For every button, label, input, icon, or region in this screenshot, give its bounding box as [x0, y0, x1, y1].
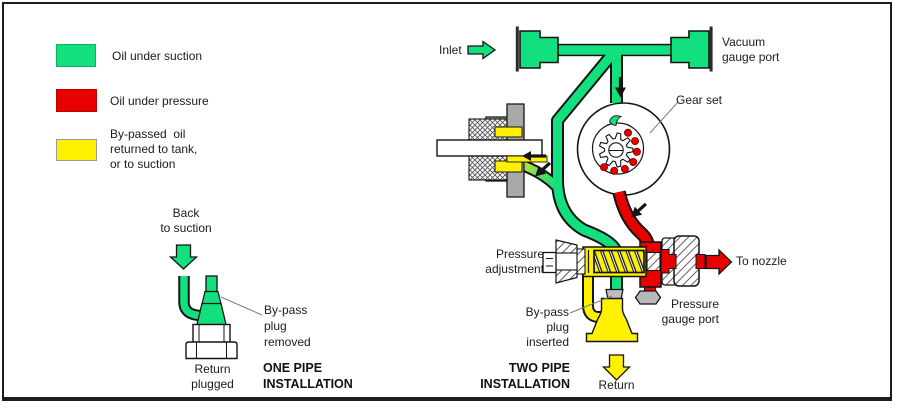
pressure-gauge-port-label: Pressure gauge port	[661, 297, 719, 326]
leader-line	[649, 101, 679, 134]
fitting-body	[196, 302, 227, 326]
inlet-label: Inlet	[439, 43, 462, 57]
to-nozzle-arrow	[705, 248, 733, 276]
vacuum-gauge-port-label: Vacuum gauge port	[722, 35, 780, 64]
valve-seat	[646, 251, 661, 272]
flow-arrow-pressure	[631, 202, 647, 218]
return-arrow	[601, 354, 632, 381]
one-pipe-return-fitting	[178, 275, 238, 360]
return-port-body	[585, 297, 639, 343]
legend-label-suction: Oil under suction	[112, 49, 203, 63]
pipe-end-cap	[709, 26, 713, 72]
gear-set-graphic	[576, 102, 671, 196]
legend-label-pressure: Oil under pressure	[110, 94, 209, 108]
nozzle-outlet-pipe	[695, 254, 706, 269]
leader-lines	[220, 101, 679, 316]
legend-swatch-suction	[56, 44, 96, 67]
back-to-suction-arrow	[168, 244, 199, 270]
to-nozzle-label: To nozzle	[736, 254, 787, 268]
outlet-nut	[673, 235, 700, 287]
pressure-adjustment-label: Pressure adjustment	[485, 247, 544, 276]
valve-spring	[593, 249, 645, 274]
flow-arrows	[522, 77, 647, 218]
suction-port-crescent	[609, 115, 623, 126]
bypass-plug-removed-label: By-pass plug removed	[264, 303, 311, 349]
shaft-seal-assembly	[436, 103, 548, 198]
gear-set-label: Gear set	[676, 93, 723, 107]
pressure-regulator-valve	[542, 235, 706, 323]
flow-arrow-down	[615, 77, 626, 98]
flow-arrow-seal-left	[522, 151, 546, 161]
bypass-plug-inserted-label: By-pass plug inserted	[525, 305, 569, 349]
two-pipe-installation-title: TWO PIPE INSTALLATION	[480, 361, 570, 391]
pipe-end-cap	[515, 26, 519, 72]
gear-rotor-lobes	[600, 128, 641, 175]
back-to-suction-label: Back to suction	[160, 206, 212, 235]
one-pipe-installation-title: ONE PIPE INSTALLATION	[263, 361, 353, 391]
return-label: Return	[598, 378, 635, 392]
inlet-arrow	[467, 40, 497, 60]
leader-line	[569, 295, 613, 314]
pump-shaft	[436, 139, 543, 157]
pressure-adjust-screw	[542, 239, 586, 284]
legend-swatch-pressure	[56, 89, 97, 112]
return-plugged-label: Return plugged	[191, 362, 234, 391]
flow-arrow-seal-bypass	[535, 161, 551, 177]
inlet-tee-fitting	[515, 26, 713, 72]
leader-line	[220, 296, 263, 316]
legend-label-bypassed: By-passed oil returned to tank, or to su…	[110, 127, 198, 171]
diagram-border	[2, 2, 892, 401]
hex-nut	[185, 341, 238, 360]
legend-swatch-bypassed	[56, 139, 97, 161]
pressure-gauge-port-plug	[634, 290, 662, 305]
